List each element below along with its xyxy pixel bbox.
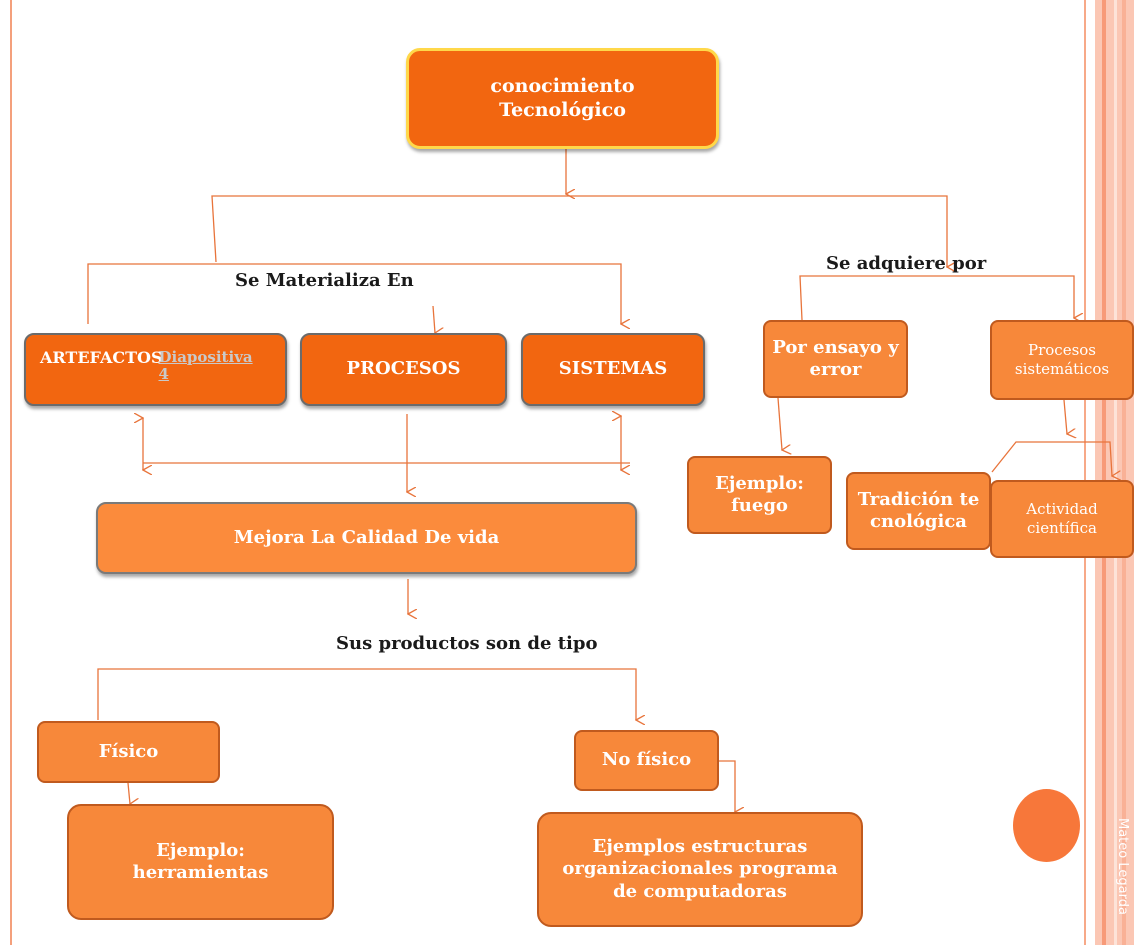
side-stripe — [1114, 0, 1117, 945]
node-sistemas: SISTEMAS — [521, 333, 705, 406]
node-procesos: PROCESOS — [300, 333, 507, 406]
node-ejemplo-fuego: Ejemplo: fuego — [687, 456, 832, 534]
node-ejemplos-estructuras: Ejemplos estructuras organizacionales pr… — [537, 812, 863, 927]
node-fisico: Físico — [37, 721, 220, 783]
node-artefactos[interactable]: ARTEFACTOSDiapositiva 4 — [24, 333, 287, 406]
node-por-ensayo-y-error: Por ensayo y error — [763, 320, 908, 398]
node-actividad-cientifica: Actividad científica — [990, 480, 1134, 558]
diapositiva-link[interactable]: Diapositiva 4 — [158, 348, 253, 384]
node-procesos-sistematicos: Procesos sistemáticos — [990, 320, 1134, 400]
node-ejemplo-herramientas: Ejemplo: herramientas — [67, 804, 334, 920]
side-stripe — [1084, 0, 1086, 945]
side-stripe — [1122, 0, 1126, 945]
node-no-fisico: No físico — [574, 730, 719, 791]
label-sus-productos: Sus productos son de tipo — [336, 633, 598, 654]
node-tradicion-tecnologica: Tradición tecnológica — [846, 472, 991, 550]
left-border-line — [10, 0, 12, 945]
label-se-materializa-en: Se Materializa En — [235, 270, 414, 291]
artefactos-label: ARTEFACTOS — [40, 348, 163, 367]
decorative-circle — [1013, 789, 1080, 862]
label-se-adquiere-por: Se adquiere por — [826, 253, 987, 274]
side-stripe — [1102, 0, 1106, 945]
author-vertical-text: Mateo Legarda — [1115, 818, 1130, 915]
node-conocimiento-tecnologico: conocimiento Tecnológico — [406, 48, 719, 149]
node-mejora-calidad-de-vida: Mejora La Calidad De vida — [96, 502, 637, 574]
